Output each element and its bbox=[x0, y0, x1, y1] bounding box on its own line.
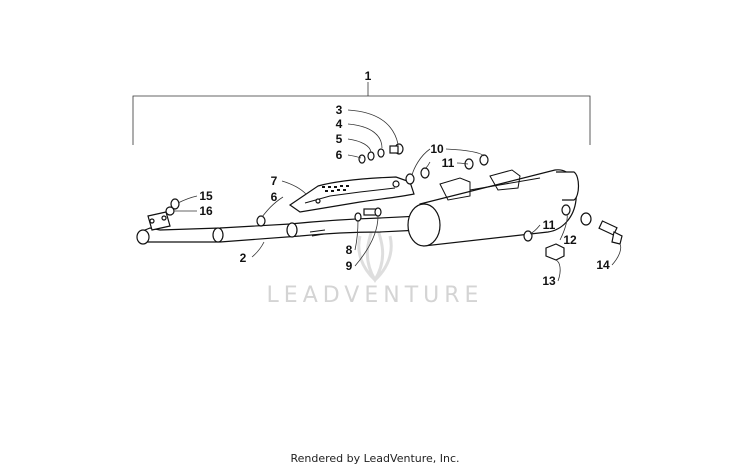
watermark-logo-icon bbox=[357, 217, 393, 283]
muffler bbox=[407, 169, 580, 247]
watermark: LEADVENTURE bbox=[267, 217, 484, 308]
callout-12: 12 bbox=[563, 233, 577, 247]
callout-7: 7 bbox=[271, 174, 278, 188]
callout-3: 3 bbox=[336, 103, 343, 117]
callout-8: 8 bbox=[346, 243, 353, 257]
callout-4: 4 bbox=[336, 117, 343, 131]
leader-lines bbox=[174, 109, 622, 282]
callout-6-upper: 6 bbox=[336, 148, 343, 162]
callout-11-lower: 11 bbox=[543, 218, 556, 232]
callout-14: 14 bbox=[596, 258, 610, 272]
hardware bbox=[165, 143, 623, 261]
callout-labels: 1 3 4 5 6 10 11 7 6 15 16 2 8 9 11 12 13… bbox=[199, 69, 610, 288]
footer-credit: Rendered by LeadVenture, Inc. bbox=[290, 452, 460, 465]
assembly-bracket bbox=[132, 82, 591, 145]
callout-16: 16 bbox=[199, 204, 213, 218]
callout-2: 2 bbox=[240, 251, 247, 265]
callout-1: 1 bbox=[365, 69, 372, 83]
callout-11-upper: 11 bbox=[442, 156, 455, 170]
callout-13: 13 bbox=[542, 274, 556, 288]
callout-9: 9 bbox=[346, 259, 353, 273]
callout-5: 5 bbox=[336, 132, 343, 146]
callout-10: 10 bbox=[430, 142, 444, 156]
callout-6-lower: 6 bbox=[271, 190, 278, 204]
heat-shield bbox=[288, 176, 415, 213]
callout-15: 15 bbox=[199, 189, 213, 203]
watermark-text: LEADVENTURE bbox=[267, 283, 484, 308]
header-pipe bbox=[136, 211, 421, 245]
